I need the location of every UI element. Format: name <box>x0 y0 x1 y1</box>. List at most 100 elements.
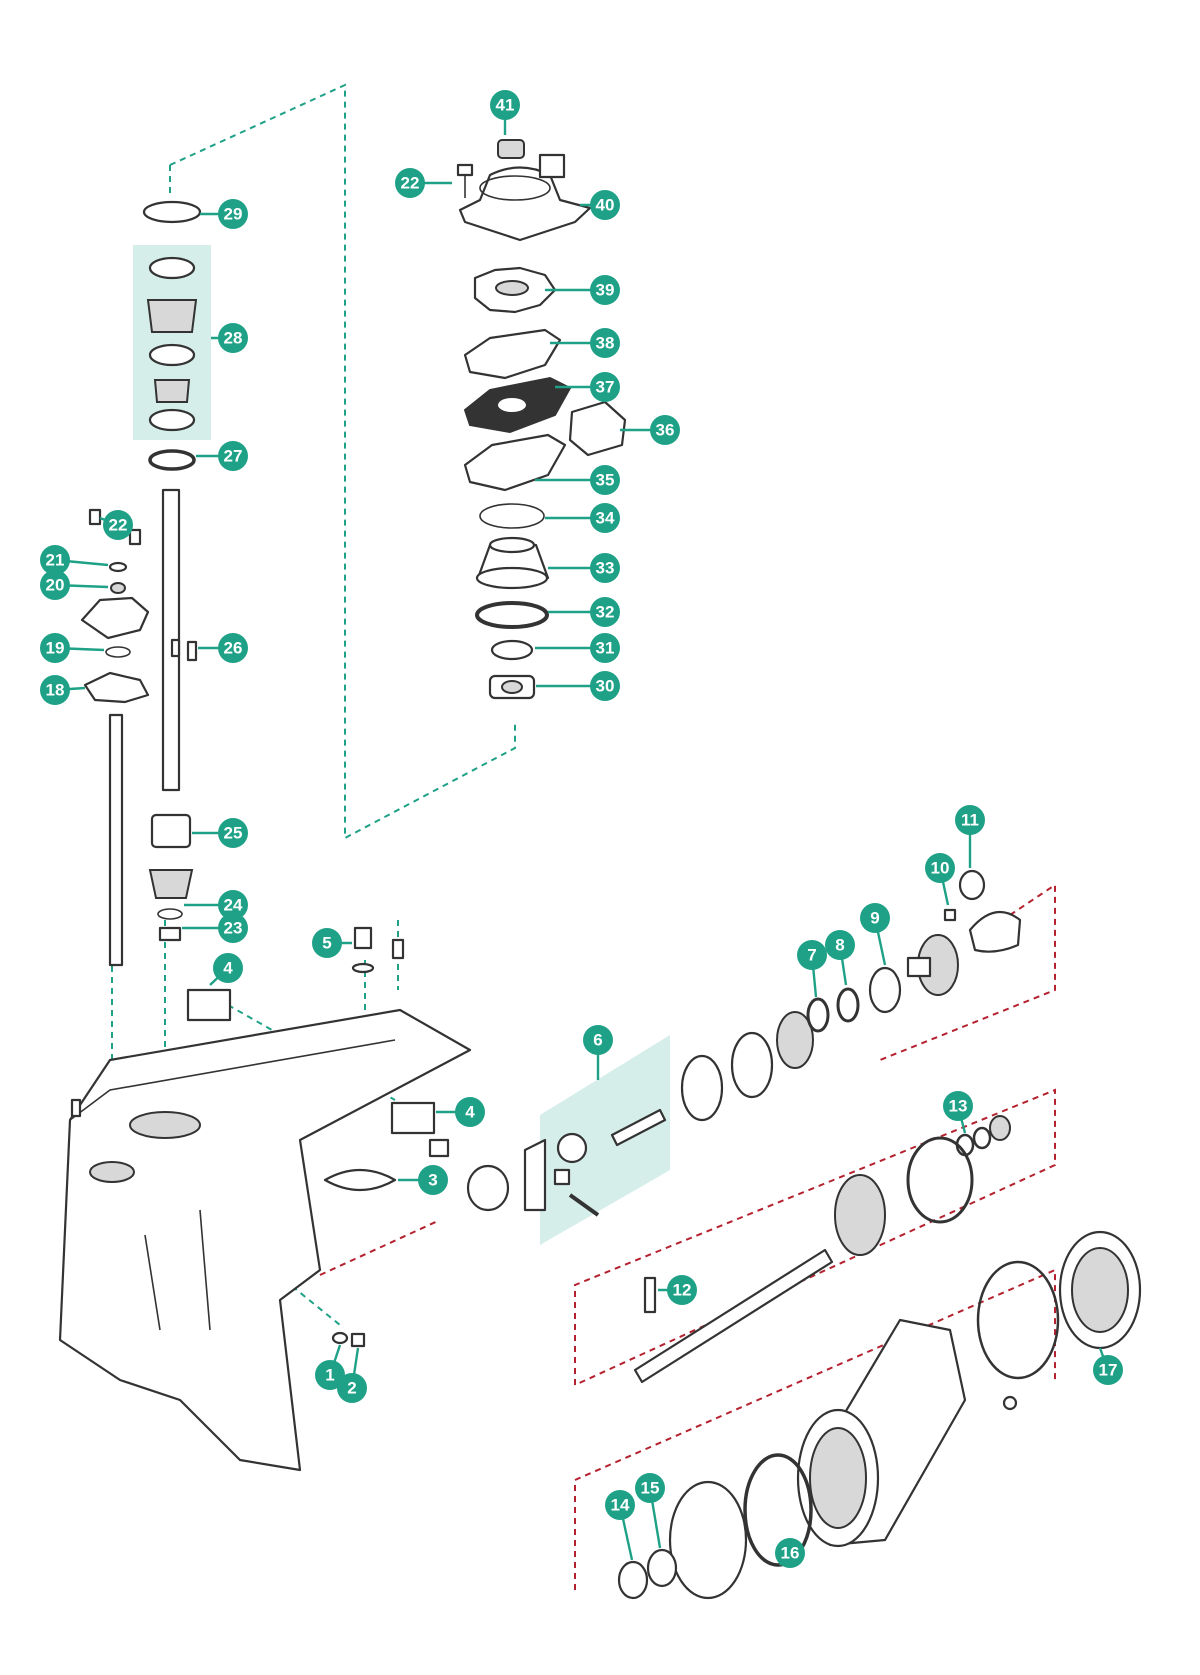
callout-label-29: 29 <box>224 205 243 224</box>
part-40-pump-housing <box>458 166 592 242</box>
part-28-bearing-small <box>153 379 191 403</box>
callout-label-15: 15 <box>641 1479 660 1498</box>
part-1-washer <box>331 1331 349 1345</box>
callout-label-31: 31 <box>596 639 615 658</box>
part-9-bearing <box>868 966 902 1014</box>
callout-label-22b: 22 <box>109 516 128 535</box>
callout-badge-5 <box>312 928 342 958</box>
callout-badge-28 <box>218 323 248 353</box>
callout-badge-39 <box>590 275 620 305</box>
part-gear-case-housing <box>58 1008 472 1472</box>
callout-label-16: 16 <box>781 1544 800 1563</box>
callout-badge-32 <box>590 597 620 627</box>
part-bearing-cup-lower <box>668 1480 748 1600</box>
part-22-screw-left <box>88 508 102 526</box>
callout-badge-8 <box>825 930 855 960</box>
part-15-seal <box>646 1548 678 1588</box>
part-2-drain-screw <box>350 1332 366 1348</box>
part-18-gasket <box>83 671 150 704</box>
callout-badge-14 <box>605 1490 635 1520</box>
callout-badge-20 <box>40 570 70 600</box>
callout-badge-15 <box>635 1473 665 1503</box>
guide-box-forward-gear <box>879 883 1056 1061</box>
part-8-o-ring <box>836 987 860 1023</box>
part-28-cup-bottom <box>148 408 196 432</box>
callout-badge-24 <box>218 890 248 920</box>
part-tapered-bearing <box>776 1011 814 1069</box>
part-13-ring-b <box>972 1126 992 1150</box>
callout-badge-13 <box>943 1091 973 1121</box>
callout-label-10: 10 <box>931 859 950 878</box>
callout-label-24: 24 <box>224 896 243 915</box>
part-41-insert <box>497 139 525 159</box>
callout-label-8: 8 <box>835 936 844 955</box>
callout-label-1: 1 <box>325 1366 334 1385</box>
part-31-seal <box>490 639 534 661</box>
water-pump-parts <box>456 139 627 700</box>
callout-label-14: 14 <box>611 1496 630 1515</box>
part-40-tube-fitting <box>538 153 566 179</box>
part-33-pump-base-bottom <box>475 566 549 590</box>
callout-badge-26 <box>218 633 248 663</box>
gear-assembly-parts <box>466 869 1022 1217</box>
callout-badge-10 <box>925 853 955 883</box>
callout-badge-25 <box>218 818 248 848</box>
part-clip <box>523 1138 547 1212</box>
callout-badge-16 <box>775 1538 805 1568</box>
part-30-bearing-bore <box>501 680 523 694</box>
callout-badge-6 <box>583 1025 613 1055</box>
part-16-o-ring <box>743 1453 813 1567</box>
part-3-trim-tab <box>323 1169 397 1191</box>
callout-label-33: 33 <box>596 559 615 578</box>
callout-label-19: 19 <box>46 639 65 658</box>
callout-badge-35 <box>590 465 620 495</box>
part-seal-small <box>989 1115 1011 1141</box>
callout-label-4a: 4 <box>223 959 233 978</box>
part-28-cup-middle <box>148 343 196 367</box>
part-37-plate-hole <box>498 398 526 412</box>
part-6-shift-rod <box>610 1108 667 1147</box>
callout-badge-2 <box>337 1373 367 1403</box>
callout-badge-38 <box>590 328 620 358</box>
part-33-pump-base-top <box>488 536 536 554</box>
part-6-cam-follower <box>556 1132 588 1164</box>
callout-label-5: 5 <box>322 934 331 953</box>
part-26-key <box>186 640 198 662</box>
propshaft-parts <box>617 1115 1142 1600</box>
callout-label-30: 30 <box>596 677 615 696</box>
callout-badge-31 <box>590 633 620 663</box>
part-carrier-screw <box>1002 1395 1018 1411</box>
callout-badge-11 <box>955 805 985 835</box>
callout-label-38: 38 <box>596 334 615 353</box>
callout-label-37: 37 <box>596 378 615 397</box>
callout-label-12: 12 <box>673 1281 692 1300</box>
part-6-spacer <box>553 1168 571 1186</box>
part-driveshaft-key-slot <box>170 638 181 658</box>
part-20-bushing <box>110 582 126 594</box>
part-tab-washer <box>976 1260 1060 1380</box>
driveshaft-parts <box>142 200 202 942</box>
callout-badge-33 <box>590 553 620 583</box>
part-27-o-ring <box>148 449 196 471</box>
callout-badge-36 <box>650 415 680 445</box>
part-36-block <box>568 400 627 457</box>
callout-label-27: 27 <box>224 447 243 466</box>
callout-badge-30 <box>590 671 620 701</box>
callout-label-11: 11 <box>961 811 979 830</box>
part-propeller-shaft <box>633 1248 834 1384</box>
callout-badge-12 <box>667 1275 697 1305</box>
callout-badge-21 <box>40 545 70 575</box>
guide-line-driveshaft-to-pump <box>169 83 516 840</box>
part-19-o-ring <box>105 646 131 658</box>
part-gear-case-dowel <box>70 1098 82 1118</box>
callout-label-9: 9 <box>870 909 879 928</box>
part-13-ring <box>955 1133 975 1157</box>
guide-line-gear-case <box>319 1219 441 1276</box>
part-22-screw-right <box>128 528 142 546</box>
part-gear-case-pocket <box>129 1111 201 1139</box>
callout-label-35: 35 <box>596 471 615 490</box>
part-6-spring <box>568 1193 600 1217</box>
callout-badge-27 <box>218 441 248 471</box>
